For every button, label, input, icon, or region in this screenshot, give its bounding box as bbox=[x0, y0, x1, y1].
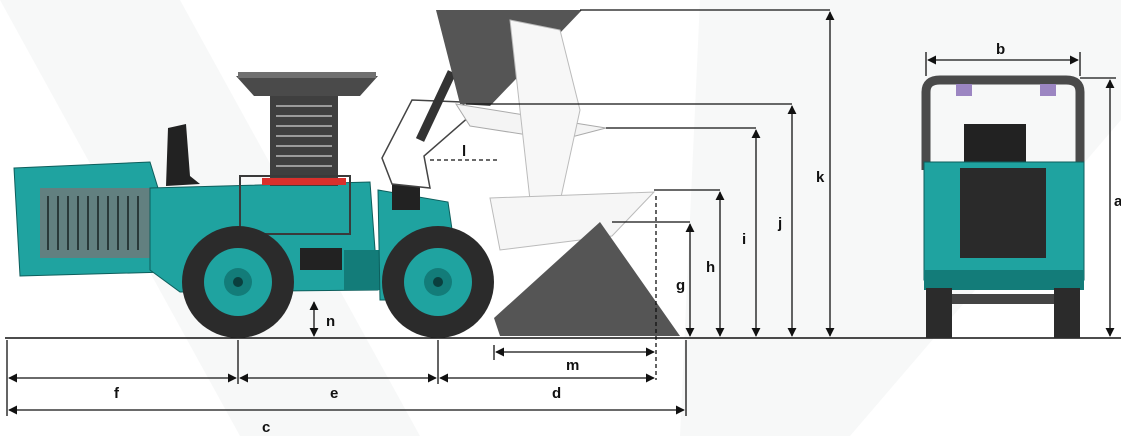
side-box bbox=[300, 248, 342, 270]
label-f: f bbox=[114, 385, 120, 402]
cab-frame bbox=[239, 175, 351, 235]
rear-wheel bbox=[182, 226, 294, 338]
engine-block bbox=[40, 188, 150, 258]
front-bumper bbox=[924, 270, 1084, 290]
label-a: a bbox=[1114, 193, 1121, 210]
label-n: n bbox=[326, 313, 335, 330]
label-g: g bbox=[676, 277, 685, 294]
dimension-lines bbox=[6, 9, 1116, 416]
boom-arm bbox=[381, 99, 471, 189]
label-h: h bbox=[706, 259, 715, 276]
label-c: c bbox=[262, 419, 270, 436]
label-k: k bbox=[816, 169, 825, 186]
bucket-carry-ghost bbox=[489, 191, 656, 251]
canopy-column bbox=[270, 96, 338, 186]
canopy-louvres bbox=[276, 105, 332, 167]
canopy-rim bbox=[238, 72, 376, 78]
front-light-left bbox=[956, 84, 972, 96]
bucket-ground bbox=[494, 222, 680, 336]
label-l: l bbox=[462, 143, 466, 160]
dimension-labels: a b c d e f g h i j k l m n bbox=[114, 41, 1121, 436]
lift-cylinder bbox=[415, 70, 457, 142]
side-view-loader bbox=[13, 10, 680, 338]
bucket-dump-ghost bbox=[509, 19, 581, 221]
front-view-loader bbox=[921, 75, 1085, 338]
front-tire-left bbox=[926, 288, 952, 338]
label-j: j bbox=[777, 215, 782, 232]
front-axle bbox=[952, 294, 1054, 304]
label-i: i bbox=[742, 231, 746, 248]
engine-grille bbox=[47, 196, 139, 250]
label-m: m bbox=[566, 357, 579, 374]
front-tire-right bbox=[1054, 288, 1080, 338]
front-light-right bbox=[1040, 84, 1056, 96]
front-panel bbox=[960, 168, 1046, 258]
label-b: b bbox=[996, 41, 1005, 58]
canopy-roof bbox=[236, 76, 378, 96]
label-d: d bbox=[552, 385, 561, 402]
front-canopy-hoop bbox=[921, 75, 1085, 170]
red-guard-bar bbox=[262, 178, 346, 185]
operator-seat bbox=[166, 124, 200, 186]
front-wheel bbox=[382, 226, 494, 338]
label-e: e bbox=[330, 385, 338, 402]
